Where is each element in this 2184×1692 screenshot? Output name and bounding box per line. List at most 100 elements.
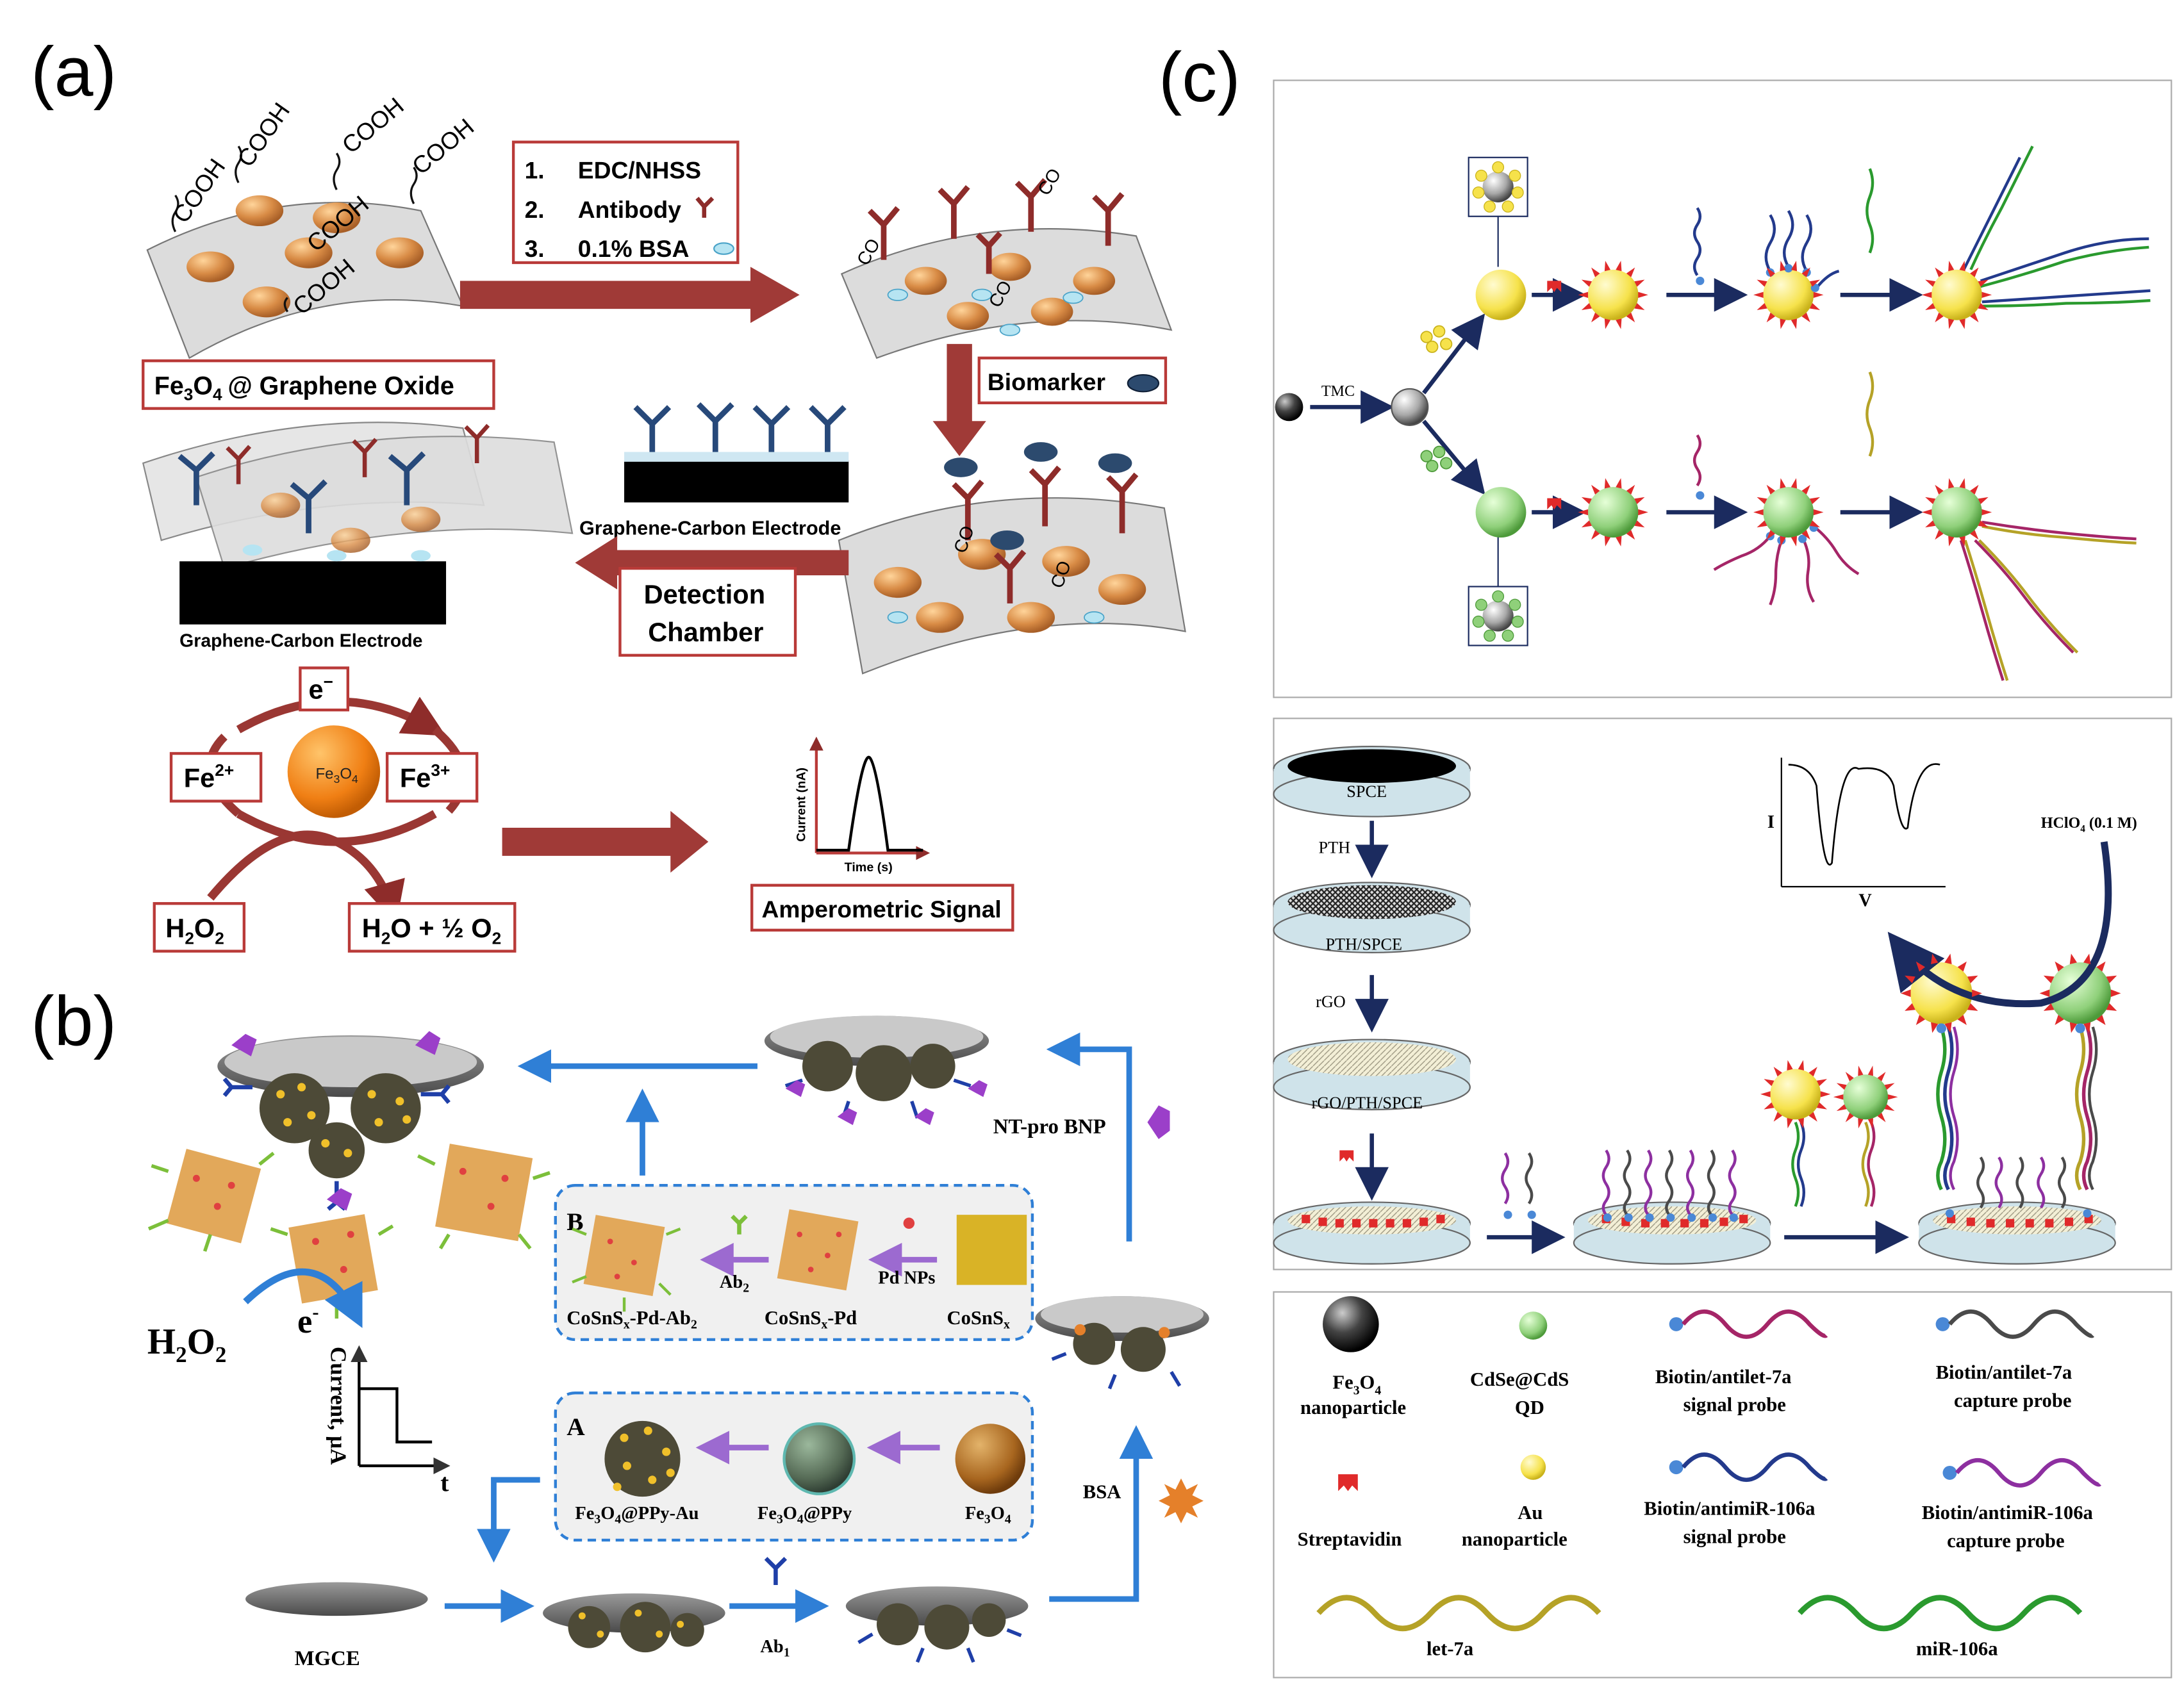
nt-pro-bnp-label: NT-pro BNP (993, 1115, 1106, 1138)
cosnsx-pd-ab2-label: CoSnSx-Pd-Ab2 (567, 1307, 697, 1332)
let7a-legend-icon (1316, 1595, 1601, 1632)
cooh-label: COOH (232, 97, 295, 172)
amperometric-plot: Current (nA) Time (s) Amperometric Signa… (750, 736, 1014, 932)
streptavidin-shell (1833, 1065, 1898, 1129)
let7a-capture-probe-icon (1948, 1309, 2095, 1339)
mir-signal-probe-icon (1682, 1452, 1828, 1483)
box-a: A Fe3O4@PPy-Au Fe3O4@PPy Fe3O4 (554, 1391, 1034, 1542)
h2o2-label: H2O2 (147, 1322, 227, 1367)
legend-label: Biotin/antimiR-106a (1922, 1502, 2093, 1524)
capture-probe-electrode (1573, 1149, 1771, 1265)
legend-label: signal probe (1684, 1525, 1786, 1547)
cooh-label: COOH (167, 154, 230, 228)
legend-label: QD (1515, 1397, 1544, 1418)
graphene-carbon-electrode-mini: Graphene-Carbon Electrode (579, 402, 849, 539)
process-arrow (932, 343, 986, 457)
process-arrow (459, 267, 800, 324)
graphene-oxide-sheet: COOH COOH COOH COOH COOH COOH (146, 92, 479, 359)
bsa-label: BSA (1083, 1481, 1121, 1502)
step-text: Antibody (578, 196, 681, 223)
i-axis-label: I (1767, 812, 1774, 832)
cdse-qd-legend-icon (1519, 1311, 1548, 1340)
legend-label: Biotin/antilet-7a (1936, 1361, 2072, 1383)
pd-np-icon (903, 1217, 915, 1229)
streptavidin-icon (1547, 281, 1562, 292)
current-step-plot: Current, μA t (326, 1345, 451, 1497)
electrode-label: Graphene-Carbon Electrode (579, 518, 841, 539)
legend-label: capture probe (1947, 1530, 2064, 1552)
panel-c: TMC (1273, 79, 2172, 1679)
legend-label: Biotin/antimiR-106a (1644, 1498, 1815, 1520)
fe3o4-ppy-au-electrode (543, 1593, 725, 1653)
streptavidin-electrode (1273, 1201, 1471, 1265)
streptavidin-legend-icon (1338, 1474, 1358, 1491)
legend-label: let-7a (1427, 1638, 1473, 1659)
spce-electrode: SPCE (1273, 745, 1471, 817)
reagent-steps-box: 1. EDC/NHSS 2. Antibody 3. 0.1% BSA (511, 140, 740, 265)
box-b: B Ab2 Pd NPs CoSnSx-Pd-Ab2 CoSnSx-Pd CoS… (554, 1184, 1034, 1342)
legend-label: Streptavidin (1298, 1529, 1402, 1550)
panel-c-box-1 (1273, 79, 2172, 698)
panel-b: H2O2 e- Current, μA t (147, 1015, 1209, 1670)
let7a-signal-probe-icon (1682, 1309, 1828, 1339)
fe3o4-label: Fe3O4 (965, 1504, 1011, 1527)
fe3o4-ppy-au-label: Fe3O4@PPy-Au (575, 1504, 699, 1527)
process-arrow (502, 810, 709, 873)
process-arrow (575, 536, 849, 589)
sandwich-electrode (217, 1031, 484, 1211)
ab1-electrode (845, 1586, 1029, 1663)
mir106a-legend-icon (1798, 1595, 2083, 1632)
streptavidin-shell (1921, 478, 1992, 546)
fe2-label: Fe2+ (184, 760, 234, 793)
co-label: CO (1034, 165, 1065, 199)
electron-label: e- (297, 1301, 319, 1340)
current-axis-label: Current, μA (326, 1347, 351, 1465)
antigen-bound-electrode (764, 1015, 989, 1126)
graphene-carbon-electrode: Graphene-Carbon Electrode (142, 422, 574, 652)
sandwich-electrode-c (1910, 962, 2116, 1265)
redox-cycle: Fe3O4 e− Fe2+ Fe3+ H2O2 H2O + ½ O2 (153, 666, 517, 953)
detection-label: Detection (644, 579, 765, 609)
panel-label-c: (c) (1159, 38, 1241, 117)
bsa-icon (1158, 1478, 1204, 1524)
legend-label: signal probe (1684, 1394, 1786, 1416)
pd-nps-label: Pd NPs (878, 1268, 935, 1288)
biomarker-icon (1127, 374, 1160, 393)
rgo-label: rGO (1316, 992, 1346, 1011)
current-axis-label: Current (nA) (794, 768, 808, 842)
step-number: 1. (525, 157, 545, 184)
ab2-icon (731, 1215, 748, 1235)
box-a-letter: A (567, 1413, 585, 1441)
hclo4-label: HClO4 (0.1 M) (2041, 815, 2137, 835)
fe3o4-go-label: Fe3O4@ Graphene Oxide (154, 372, 454, 404)
spce-label: SPCE (1346, 782, 1387, 801)
streptavidin-shell (1753, 260, 1824, 329)
legend-label: nanoparticle (1300, 1397, 1406, 1418)
cosnsx-pd-ab2-particles (147, 1144, 550, 1319)
time-axis-label: Time (s) (845, 860, 893, 875)
mgce-label: MGCE (295, 1647, 360, 1670)
cooh-label: COOH (407, 113, 479, 179)
electron-label: e− (309, 672, 333, 705)
au-streptavidin (1587, 269, 1639, 320)
tmc-label: TMC (1321, 383, 1355, 400)
qd-signal-probe (1713, 487, 1860, 605)
fe3o4-ppy-label: Fe3O4@PPy (757, 1504, 852, 1527)
panel-label-a: (a) (31, 33, 117, 111)
streptavidin-shell (1578, 260, 1648, 329)
swv-plot: I V (1767, 757, 1946, 911)
biomarker-label: Biomarker (988, 368, 1105, 395)
cosnsx-label: CoSnSx (947, 1307, 1010, 1332)
legend: Fe3O4 nanoparticle CdSe@CdS QD Biotin/an… (1298, 1296, 2101, 1659)
h2o-o2-label: H2O + ½ O2 (362, 913, 502, 948)
legend-label: Fe3O4 (1332, 1372, 1381, 1398)
rgo-pth-spce-label: rGO/PTH/SPCE (1312, 1094, 1423, 1112)
legend-label: miR-106a (1916, 1638, 1998, 1659)
legend-label: Biotin/antilet-7a (1655, 1366, 1792, 1388)
pth-label: PTH (1318, 838, 1350, 857)
fe3o4-core (287, 725, 381, 818)
electrode-label: Graphene-Carbon Electrode (179, 631, 422, 652)
qd-streptavidin (1587, 487, 1639, 538)
panel-a: COOH COOH COOH COOH COOH COOH 1. EDC/NHS… (142, 92, 1186, 953)
